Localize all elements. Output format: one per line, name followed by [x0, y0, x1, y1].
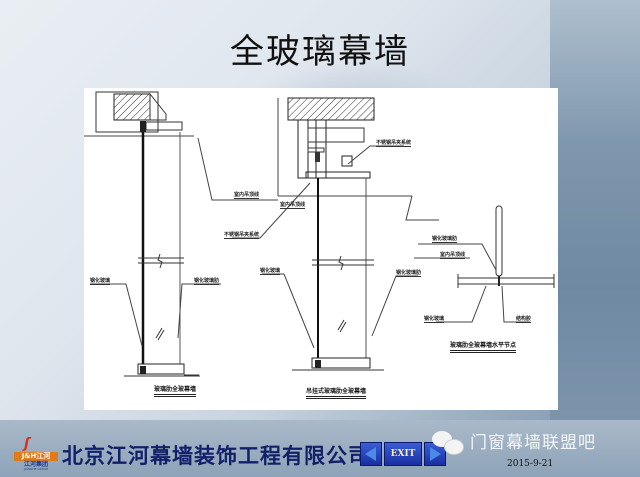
arrow-left-icon [365, 447, 376, 461]
label-tempered-glass-right: 钢化玻璃 [424, 316, 445, 323]
label-glass-fin-left: 钢化玻璃肋 [194, 278, 220, 285]
label-glass-fin-mid: 钢化玻璃肋 [396, 270, 422, 277]
company-logo: ʃ J&H江河 江河集团 JIANGHE GROUP [14, 437, 58, 471]
left-concrete-block [113, 93, 151, 121]
caption-right: 玻璃肋全玻幕墙水平节点 [450, 342, 517, 353]
slide-title: 全玻璃幕墙 [230, 32, 410, 72]
label-tempered-glass-mid: 钢化玻璃 [260, 268, 281, 275]
middle-hanger [341, 155, 353, 167]
wechat-bubble-small [444, 439, 464, 455]
slide-date: 2015-9-21 [507, 459, 554, 469]
logo-subtitle: 江河集团 [23, 461, 48, 468]
caption-left: 玻璃肋全玻幕墙 [154, 386, 197, 397]
company-name: 北京江河幕墙装饰工程有限公司 [62, 444, 370, 468]
drawing-svg [84, 91, 555, 377]
watermark-text: 门窗幕墙联盟吧 [470, 433, 596, 453]
label-tempered-glass-left: 钢化玻璃 [90, 278, 111, 285]
left-clamp [140, 121, 146, 132]
label-ceiling-line-mid: 室内吊顶线 [280, 202, 306, 209]
label-glass-fin-right: 钢化玻璃肋 [432, 236, 458, 243]
prev-slide-button[interactable] [360, 442, 382, 466]
arrow-right-icon [430, 447, 441, 461]
footer-bar [0, 420, 640, 477]
logo-subtitle-en: JIANGHE GROUP [23, 467, 49, 471]
left-ceiling-frame [95, 91, 159, 133]
drawing-panel: 室内吊顶线 钢化玻璃 钢化玻璃肋 玻璃肋全玻幕墙 不锈钢吊夹系统 室内吊顶线 不… [84, 88, 558, 410]
background-right [550, 0, 640, 477]
logo-mark-icon: ʃ [24, 436, 30, 452]
label-clamp-system-top: 不锈钢吊夹系统 [376, 140, 412, 147]
caption-middle: 吊挂式玻璃肋全玻幕墙 [306, 388, 367, 399]
label-ceiling-line-left: 室内吊顶线 [234, 192, 260, 199]
middle-clamp [315, 152, 320, 162]
right-detail [414, 205, 555, 323]
label-ceiling-line-right: 室内吊顶线 [440, 252, 466, 259]
label-clamp-system-mid: 不锈钢吊夹系统 [224, 232, 260, 239]
label-structural-sealant: 结构胶 [516, 316, 532, 323]
exit-button[interactable]: EXIT [384, 442, 422, 466]
right-glass-fin [495, 205, 503, 277]
wechat-icon [432, 431, 466, 457]
middle-concrete-slab [287, 97, 375, 121]
logo-badge: J&H江河 [14, 452, 58, 461]
